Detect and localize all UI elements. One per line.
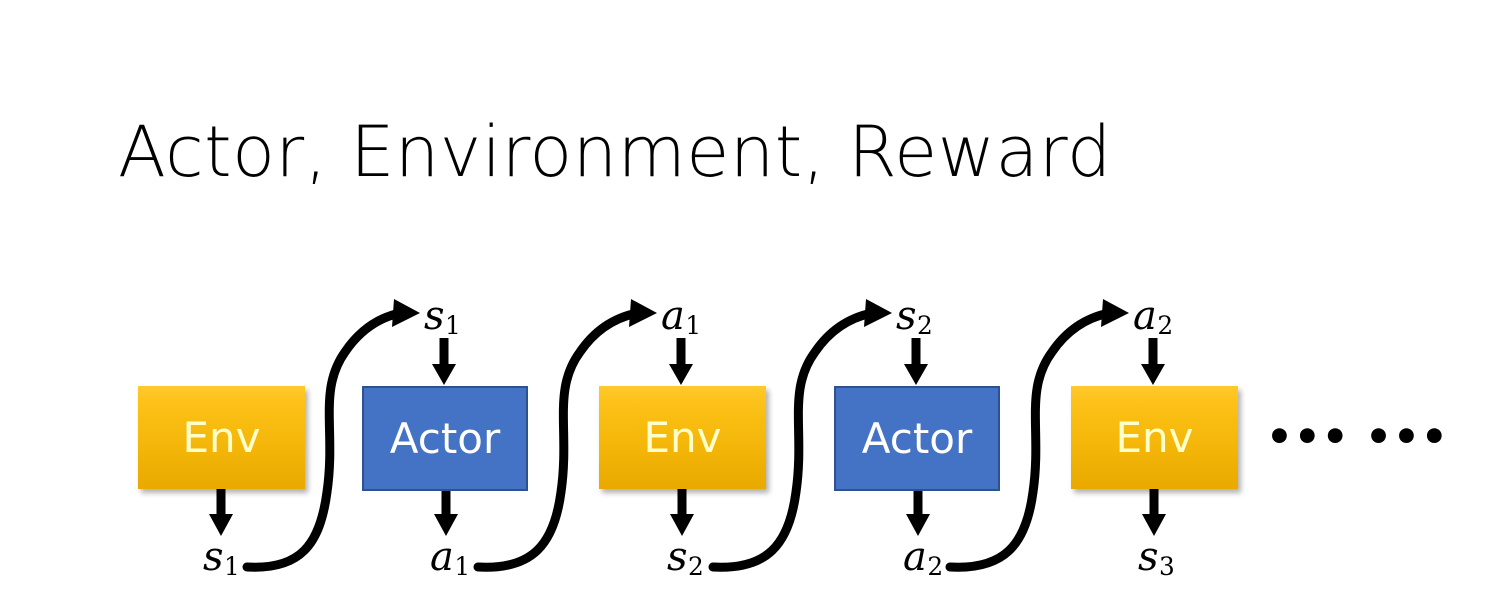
label-bottom-a1-subscript: 1 [454, 552, 471, 582]
node-env-3-label: Env [1115, 412, 1194, 462]
label-bottom-s1-symbol: s [203, 534, 224, 580]
label-bottom-s3-subscript: 3 [1159, 552, 1175, 582]
label-bottom-a1-symbol: a [430, 534, 454, 580]
ellipsis-continuation: ••• ••• [1266, 412, 1449, 461]
label-bottom-s3: s3 [1138, 537, 1175, 580]
node-env-3[interactable]: Env [1071, 386, 1238, 489]
label-bottom-s3-symbol: s [1138, 534, 1159, 580]
page-title: Actor, Environment, Reward [118, 111, 1112, 193]
arrow-out-actor-2 [906, 491, 930, 536]
arrow-into-actor-1 [432, 338, 456, 385]
label-top-s1-subscript: 1 [445, 311, 461, 341]
label-bottom-a2-symbol: a [903, 534, 927, 580]
label-top-s2-symbol: s [896, 293, 917, 339]
label-top-s1: s1 [424, 296, 461, 339]
label-bottom-s2: s2 [667, 537, 704, 580]
label-top-a2-symbol: a [1133, 293, 1157, 339]
arrow-into-env-2 [669, 338, 693, 385]
node-actor-2[interactable]: Actor [834, 386, 1000, 491]
label-top-a1: a1 [661, 296, 701, 339]
label-top-s2: s2 [896, 296, 933, 339]
label-top-a1-subscript: 1 [685, 311, 702, 341]
node-actor-2-label: Actor [861, 413, 973, 463]
node-actor-1-label: Actor [389, 413, 501, 463]
label-top-s2-subscript: 2 [917, 311, 933, 341]
label-bottom-s2-subscript: 2 [688, 552, 704, 582]
node-env-2[interactable]: Env [599, 386, 766, 489]
label-bottom-a2: a2 [903, 537, 943, 580]
arrow-out-env-2 [670, 489, 694, 536]
node-env-1[interactable]: Env [138, 386, 305, 489]
arrow-out-actor-1 [434, 491, 458, 536]
label-top-s1-symbol: s [424, 293, 445, 339]
label-bottom-a1: a1 [430, 537, 470, 580]
label-bottom-s1-subscript: 1 [224, 552, 240, 582]
label-top-a2-subscript: 2 [1157, 311, 1174, 341]
arrow-into-env-3 [1141, 338, 1165, 385]
label-top-a1-symbol: a [661, 293, 685, 339]
label-bottom-a2-subscript: 2 [927, 552, 944, 582]
arrow-out-env-3 [1142, 489, 1166, 536]
node-env-2-label: Env [643, 412, 722, 462]
node-env-1-label: Env [182, 412, 261, 462]
label-top-a2: a2 [1133, 296, 1173, 339]
label-bottom-s1: s1 [203, 537, 240, 580]
arrow-out-env-1 [209, 489, 233, 536]
label-bottom-s2-symbol: s [667, 534, 688, 580]
node-actor-1[interactable]: Actor [362, 386, 528, 491]
arrow-into-actor-2 [904, 338, 928, 385]
